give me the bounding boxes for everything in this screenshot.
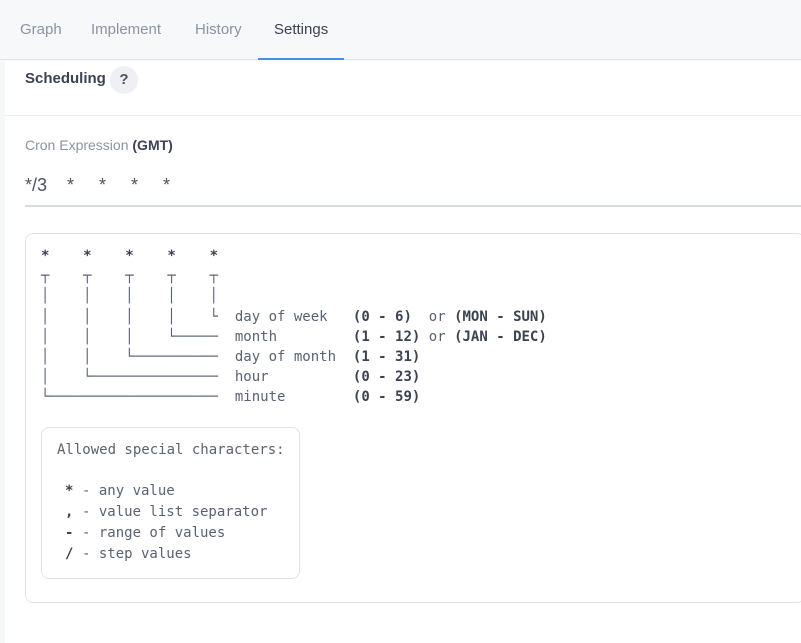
special-desc: - any value	[82, 483, 175, 499]
help-icon[interactable]: ?	[110, 66, 138, 94]
special-characters-title: Allowed special characters:	[57, 442, 285, 458]
field-name: day of month	[234, 349, 337, 366]
field-name: day of week	[234, 308, 328, 325]
tab-history[interactable]: History	[195, 21, 242, 38]
tab-implement[interactable]: Implement	[91, 21, 162, 38]
special-desc: - step values	[82, 546, 192, 562]
scheduling-title: Scheduling	[25, 70, 106, 87]
special-char: *	[65, 483, 74, 499]
active-tab-indicator	[258, 58, 344, 60]
tab-graph[interactable]: Graph	[20, 21, 62, 38]
special-desc: - value list separator	[82, 504, 268, 520]
field-name: minute	[234, 389, 286, 406]
cron-diagram: * * * * * ┬ ┬ ┬ ┬ ┬ │ │ │ │ │ │ │ │ │ └ …	[41, 248, 547, 406]
special-characters-box: Allowed special characters: * - any value…	[41, 427, 300, 579]
field-alt: (JAN - DEC)	[454, 328, 547, 345]
special-char: /	[65, 546, 74, 562]
special-char: ,	[65, 504, 74, 520]
field-range: (1 - 12)	[352, 328, 421, 345]
tab-settings[interactable]: Settings	[274, 21, 329, 38]
cron-timezone: (GMT)	[132, 137, 173, 153]
cron-help-box: * * * * * ┬ ┬ ┬ ┬ ┬ │ │ │ │ │ │ │ │ │ └ …	[25, 233, 801, 603]
field-range: (1 - 31)	[352, 349, 421, 366]
field-range: (0 - 23)	[352, 369, 421, 386]
cron-label-text: Cron Expression	[25, 137, 129, 153]
field-name: hour	[234, 369, 269, 386]
diagram-stars: * * * * *	[41, 248, 219, 264]
field-range: (0 - 6)	[352, 308, 412, 325]
field-name: month	[234, 328, 278, 345]
cron-expression-input[interactable]	[25, 165, 801, 207]
special-item: , - value list separator	[65, 504, 267, 520]
settings-panel: Scheduling ? Cron Expression (GMT) * * *…	[5, 61, 801, 643]
field-alt: (MON - SUN)	[454, 308, 547, 325]
or-word: or	[428, 308, 446, 325]
special-char: -	[65, 525, 74, 541]
or-word: or	[428, 328, 446, 345]
special-item: -- range of values	[65, 525, 225, 541]
special-item: * - any value	[65, 483, 175, 499]
special-item: / - step values	[65, 546, 192, 562]
tab-bar: Graph Implement History Settings	[0, 0, 801, 60]
field-range: (0 - 59)	[352, 389, 421, 406]
special-desc: - range of values	[82, 525, 226, 541]
scheduling-header: Scheduling ?	[5, 61, 801, 116]
cron-expression-label: Cron Expression (GMT)	[25, 137, 173, 153]
